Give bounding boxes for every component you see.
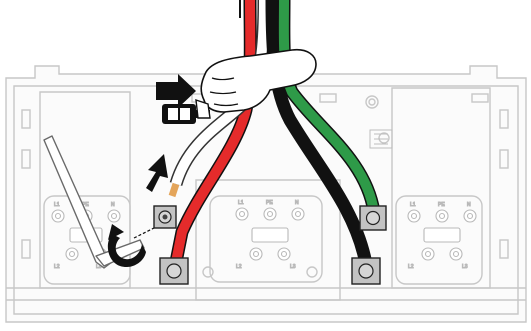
terminal-label: L1 [410,202,416,208]
terminal-label: N [467,202,471,208]
terminal-label: L2 [236,264,242,270]
terminal-label: L3 [290,264,296,270]
terminal-lug [360,206,386,230]
terminal-label: L3 [462,264,468,270]
terminal-lug [160,258,188,284]
terminal-label: N [111,202,115,208]
terminal-label: L1 [238,200,244,206]
terminal-lug [154,206,176,228]
terminal-label: PE [266,200,273,206]
terminal-lug [352,258,380,284]
terminal-label: N [295,200,299,206]
terminal-label: L2 [408,264,414,270]
terminal-label: PE [438,202,445,208]
terminal-label: L1 [54,202,60,208]
terminal-label: L2 [54,264,60,270]
